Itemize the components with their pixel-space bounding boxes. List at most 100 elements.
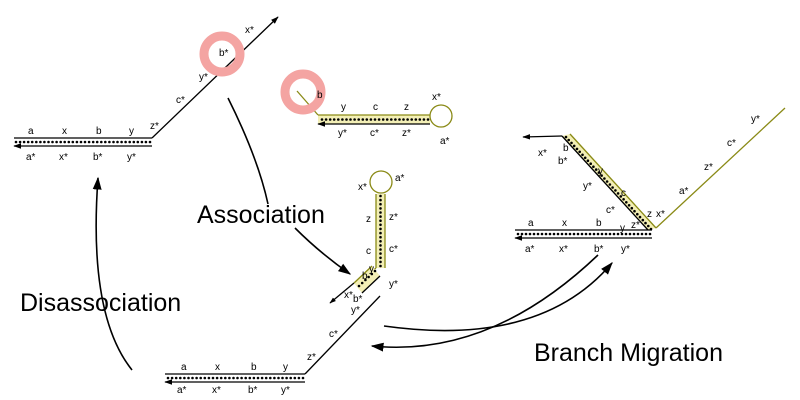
- base-pair-dot: [532, 232, 536, 236]
- complex-left-bottom-label-3: y*: [127, 152, 136, 163]
- arm-label-3: y: [598, 166, 603, 177]
- base-pair-dot: [644, 232, 648, 236]
- complex-middle-top-label-0: a: [181, 362, 187, 373]
- base-pair-dot: [252, 376, 256, 380]
- base-pair-dot: [63, 140, 66, 144]
- base-pair-dot: [568, 232, 572, 236]
- base-pair-dot: [592, 232, 596, 236]
- base-pair-dot: [228, 376, 231, 380]
- base-pair-dot: [224, 376, 227, 380]
- base-pair-dot: [124, 140, 127, 144]
- hairpin-right-label-3: y*: [389, 279, 398, 290]
- base-pair-dot: [648, 232, 652, 236]
- complex-right-tail-label-1: z*: [704, 162, 713, 173]
- base-pair-dot: [390, 118, 393, 121]
- base-pair-dot: [248, 376, 252, 380]
- branch-label-0: x*: [344, 290, 353, 301]
- base-pair-dot: [583, 156, 587, 160]
- association-label: Association: [197, 201, 325, 229]
- base-pair-dot: [108, 140, 111, 144]
- complex-right-tail-label-2: c*: [727, 138, 736, 149]
- base-pair-dot: [47, 140, 50, 144]
- hairpin-duplex-shading: [376, 194, 385, 268]
- complex-right-bottom-label-2: b*: [594, 244, 604, 255]
- base-pair-dot: [79, 140, 83, 144]
- base-pair-dot: [369, 118, 373, 121]
- invader-loop-label: a*: [440, 136, 450, 147]
- base-pair-dot: [592, 165, 595, 168]
- arm-base-pairs: [564, 135, 653, 231]
- complex-left-tail-strand: [151, 16, 279, 139]
- complex-middle-bottom-label-2: b*: [248, 385, 258, 396]
- base-pair-dot: [136, 140, 140, 144]
- complex-left-top-label-0: a: [28, 126, 34, 137]
- base-pair-dot: [570, 141, 573, 145]
- base-pair-dot: [596, 232, 600, 236]
- base-pair-dot: [112, 140, 115, 144]
- base-pair-dot: [293, 376, 297, 380]
- base-pair-dot: [59, 140, 62, 144]
- invader-top-label-0: y: [341, 102, 346, 113]
- base-pair-dot: [636, 212, 639, 216]
- base-pair-dot: [628, 232, 632, 236]
- base-pair-dot: [640, 232, 644, 236]
- base-pair-dot: [620, 232, 624, 236]
- base-pair-dot: [612, 232, 616, 236]
- base-pair-dot: [285, 376, 288, 380]
- base-pair-dot: [379, 215, 382, 218]
- base-pair-dot: [379, 219, 382, 222]
- base-pair-dot: [128, 140, 131, 144]
- base-pair-dot: [18, 140, 22, 144]
- arm-label-8: z*: [631, 220, 640, 231]
- complex-left-tail-label-3: b*: [219, 48, 229, 59]
- complex-middle-tail-label-0: z*: [307, 352, 316, 363]
- base-pair-dot: [365, 118, 369, 121]
- base-pair-dot: [564, 232, 568, 236]
- base-pair-dot: [377, 118, 381, 121]
- complex-left-bottom-label-2: b*: [93, 152, 103, 163]
- base-pair-dot: [611, 186, 614, 189]
- base-pair-dot: [232, 376, 235, 380]
- base-pair-dot: [170, 376, 174, 380]
- base-pair-dot: [379, 264, 382, 268]
- hairpin-right-label-2: c*: [389, 244, 398, 255]
- invader-loop: [429, 104, 453, 128]
- base-pair-dot: [564, 135, 568, 139]
- base-pair-dot: [26, 140, 30, 144]
- base-pair-dot: [240, 376, 243, 380]
- complex-middle-tail-label-1: c*: [329, 329, 338, 340]
- arm-label-6: c*: [606, 205, 615, 216]
- base-pair-dot: [203, 376, 207, 380]
- base-pair-dot: [630, 206, 634, 210]
- base-pair-dot: [297, 376, 301, 380]
- base-pair-dot: [148, 140, 152, 144]
- arm-right-strand: [569, 133, 657, 229]
- base-pair-dot: [594, 168, 598, 171]
- base-pair-dot: [367, 275, 370, 279]
- base-pair-dot: [71, 140, 75, 144]
- base-pair-dot: [379, 244, 382, 247]
- branch-migration-forward-arrow: [383, 262, 613, 332]
- base-pair-dot: [199, 376, 202, 380]
- complex-left-bottom-label-1: x*: [59, 152, 68, 163]
- invader-bottom-label-2: z*: [402, 128, 411, 139]
- base-pair-dot: [22, 140, 26, 144]
- base-pair-dot: [575, 147, 579, 151]
- base-pair-dot: [244, 376, 247, 380]
- hairpin-loop: [369, 170, 393, 194]
- base-pair-dot: [548, 232, 552, 236]
- base-pair-dot: [373, 269, 377, 273]
- invader-bottom-label-0: y*: [338, 128, 347, 139]
- base-pair-dot: [552, 232, 556, 236]
- base-pair-dot: [608, 232, 612, 236]
- base-pair-dot: [14, 140, 18, 144]
- base-pair-dot: [394, 118, 397, 121]
- complex-right-tail-label-3: y*: [751, 114, 760, 125]
- base-pair-dot: [277, 376, 280, 380]
- base-pair-dot: [353, 118, 356, 121]
- complex-middle-base-pairs: [166, 376, 305, 380]
- base-pair-dot: [379, 240, 382, 243]
- invader-base-pairs: [320, 118, 430, 121]
- arm-label-1: b: [563, 143, 569, 154]
- base-pair-dot: [379, 194, 382, 198]
